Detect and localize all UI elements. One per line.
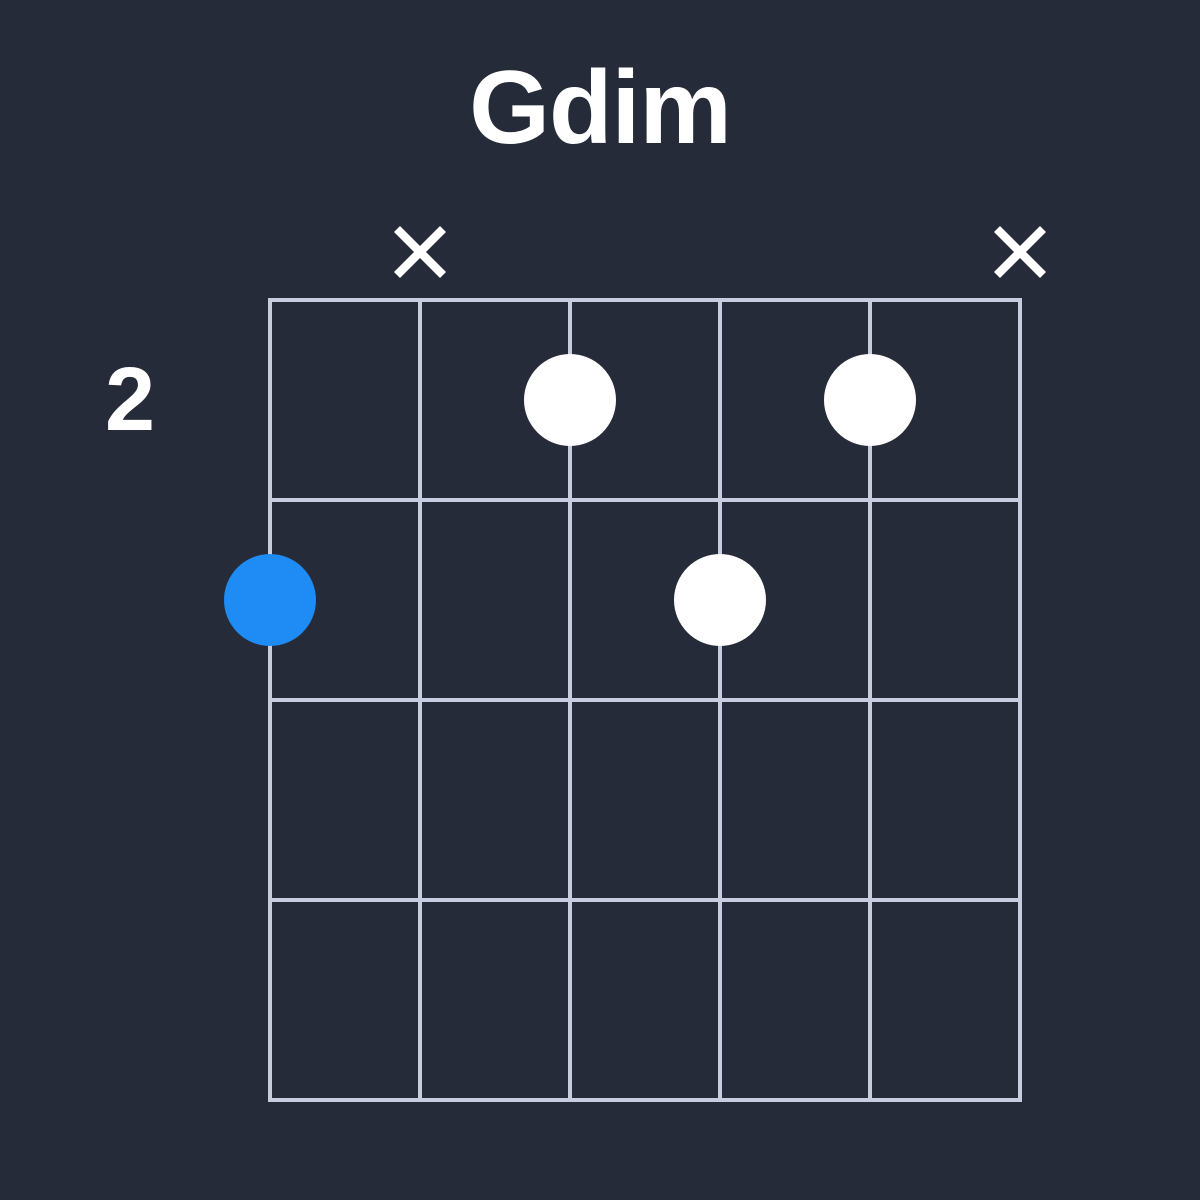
- mute-marker-string-6: [988, 220, 1052, 284]
- fret-line-1: [268, 498, 1022, 502]
- string-line-1: [268, 300, 272, 1100]
- fret-line-2: [268, 698, 1022, 702]
- mute-marker-string-2: [388, 220, 452, 284]
- fret-line-4: [268, 1098, 1022, 1102]
- fret-line-nut: [268, 298, 1022, 302]
- string-line-3: [568, 300, 572, 1100]
- dot-string-4-fret-2: [674, 554, 766, 646]
- fret-line-3: [268, 898, 1022, 902]
- dot-string-3-fret-1: [524, 354, 616, 446]
- string-line-6: [1018, 300, 1022, 1100]
- fretboard-grid: [268, 298, 1022, 1102]
- string-line-2: [418, 300, 422, 1100]
- string-line-4: [718, 300, 722, 1100]
- fret-position-label: 2: [104, 350, 156, 450]
- string-line-5: [868, 300, 872, 1100]
- dot-string-5-fret-1: [824, 354, 916, 446]
- chord-name-title: Gdim: [469, 50, 732, 166]
- dot-string-1-fret-2: [224, 554, 316, 646]
